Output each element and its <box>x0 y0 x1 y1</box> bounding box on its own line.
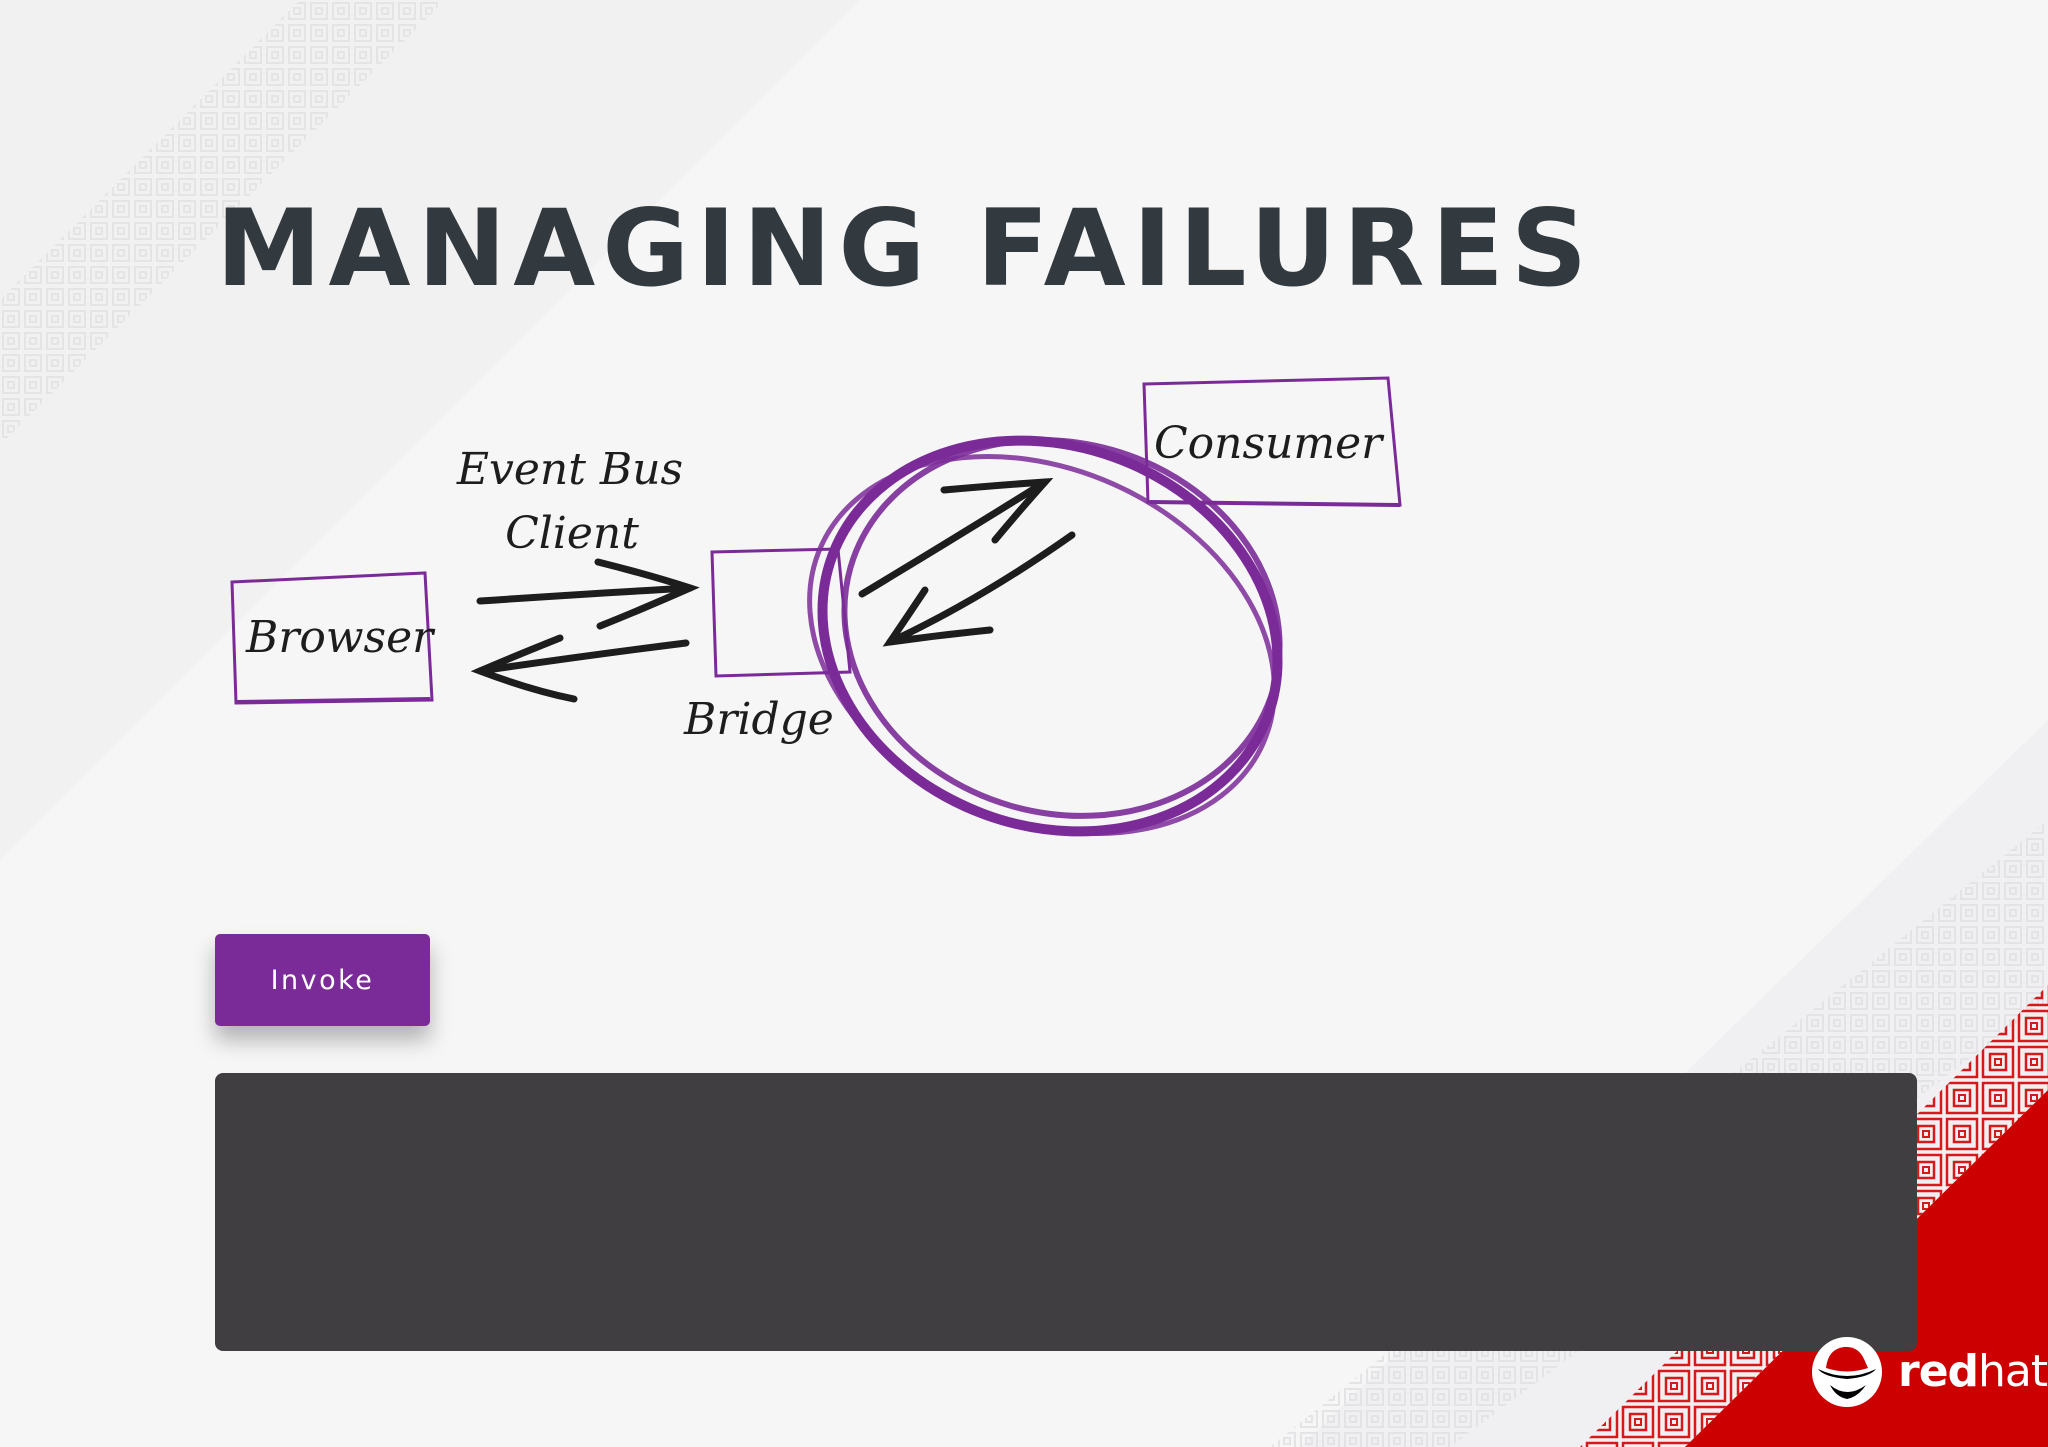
logo-text-bold: red <box>1898 1346 1979 1397</box>
bridge-label: Bridge <box>683 694 834 745</box>
browser-box: Browser <box>230 571 436 705</box>
redhat-logo: redhat. <box>1810 1332 2048 1412</box>
redhat-shadowman-icon <box>1812 1337 1882 1407</box>
bridge-consumer-arrows <box>858 477 1076 647</box>
event-bus-label-line1: Event Bus <box>456 444 683 495</box>
failure-highlight-circle <box>807 435 1283 837</box>
bridge-box: Bridge <box>683 547 852 745</box>
consumer-box: Consumer <box>1142 376 1402 507</box>
event-bus-label-line2: Client <box>505 508 639 559</box>
browser-label: Browser <box>245 612 436 663</box>
output-console[interactable] <box>215 1073 1917 1351</box>
logo-text-light: hat. <box>1978 1346 2048 1397</box>
page-title: MANAGING FAILURES <box>216 187 1595 310</box>
consumer-label: Consumer <box>1154 418 1385 469</box>
invoke-button[interactable]: Invoke <box>215 934 430 1026</box>
logo-wordmark: redhat. <box>1898 1350 2048 1394</box>
browser-bridge-arrows <box>470 558 700 703</box>
